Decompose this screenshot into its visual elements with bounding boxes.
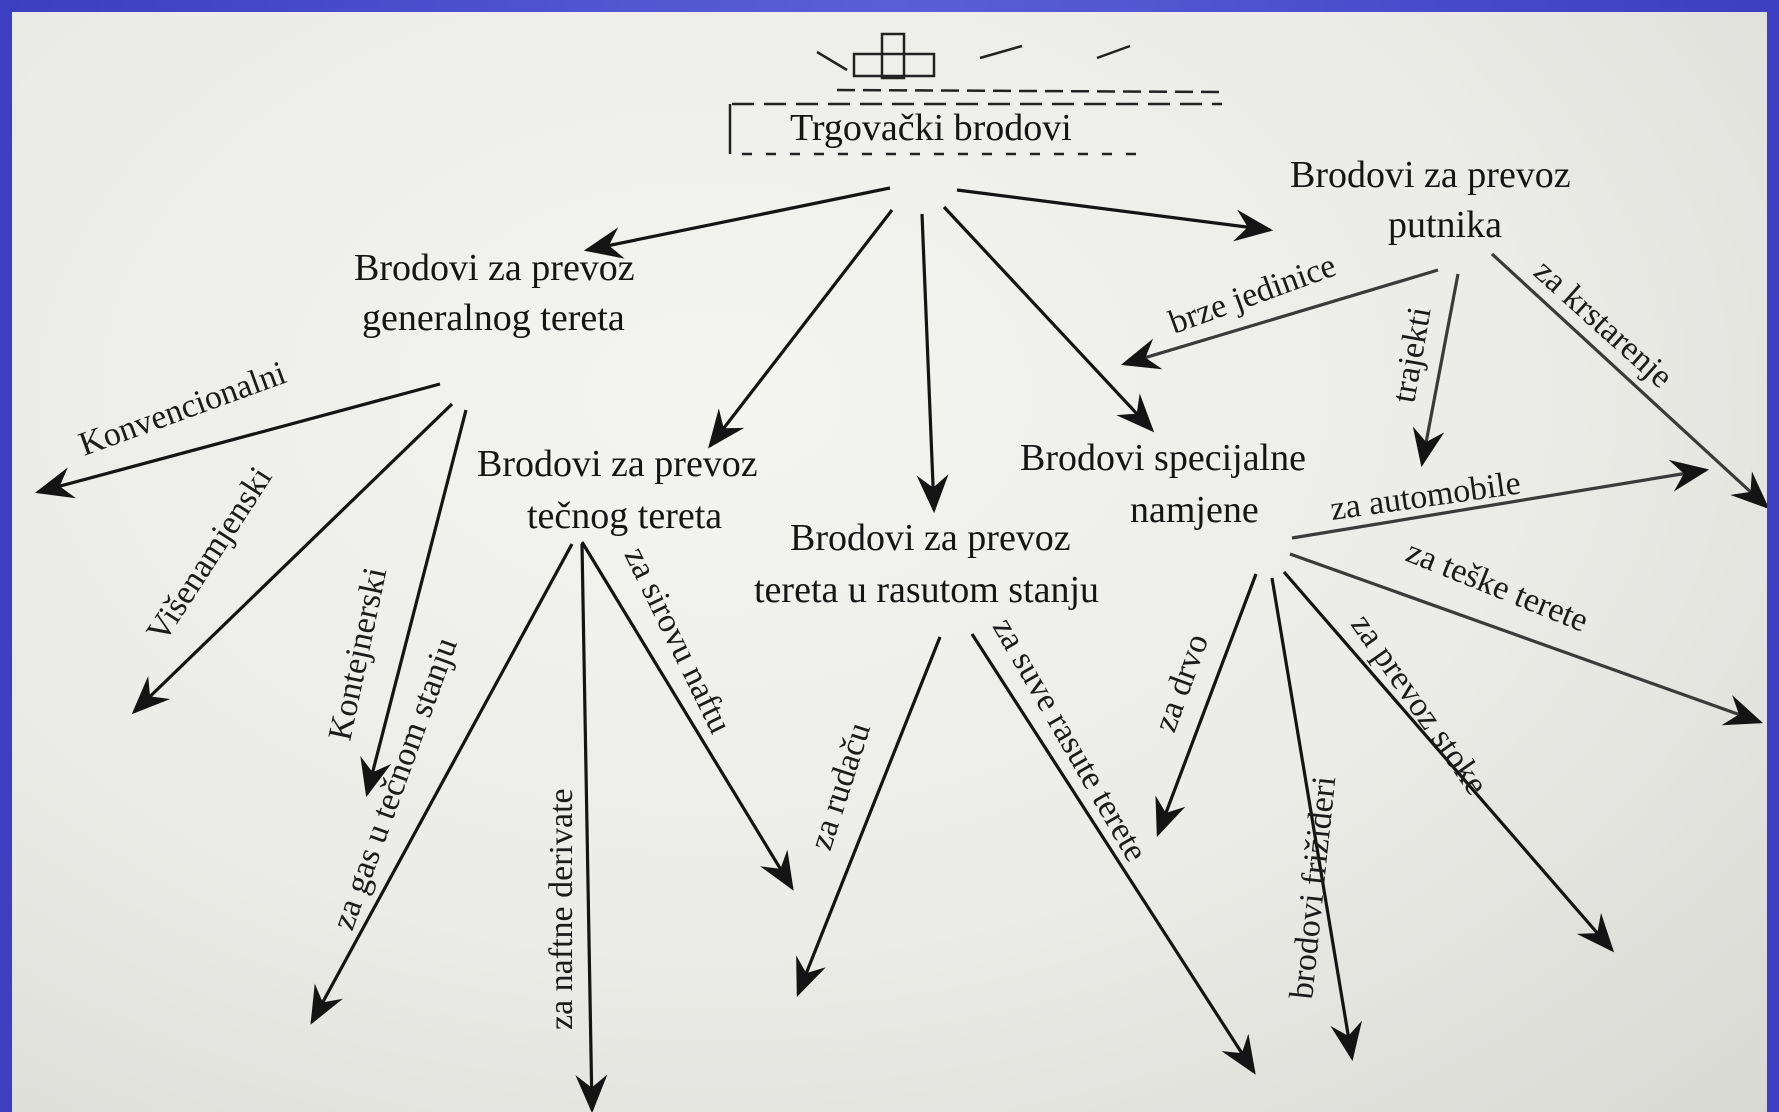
arrow-bulk-suve	[970, 633, 1256, 1075]
edge-label-sirovu-naftu: za sirovu naftu	[617, 541, 739, 739]
edge-label-visenamjenski: Višenamjenski	[140, 460, 280, 648]
node-liquid-cargo-line2: tečnog tereta	[527, 495, 722, 537]
arrow-special-stoka	[1282, 570, 1615, 953]
edge-label-drvo: za drvo	[1147, 629, 1216, 737]
edge-label-konvencionalni: Konvencionalni	[74, 354, 291, 463]
arrow-special-frizideri	[1270, 577, 1362, 1062]
arrow-passenger-brze	[1120, 268, 1439, 370]
arrow-liquid-sirovu	[580, 541, 794, 891]
arrow-general-visenamjenski	[131, 402, 454, 715]
arrow-general-kontejnerski	[360, 409, 468, 798]
node-passenger-line2: putnika	[1388, 204, 1502, 246]
edge-label-suve-rasute: za suve rasute terete	[985, 612, 1154, 868]
arrow-special-automobile	[1291, 459, 1710, 540]
arrow-general-konvencionalni	[34, 382, 441, 499]
arrow-special-teski	[1289, 552, 1764, 726]
ship-classification-diagram: Trgovački brodovi Brodovi za prevoz gene…	[34, 32, 1767, 1112]
arrow-liquid-gas	[310, 543, 574, 1025]
arrow-root-to-general	[583, 186, 891, 259]
node-special-line1: Brodovi specijalne	[1020, 437, 1306, 479]
node-liquid-cargo-line1: Brodovi za prevoz	[477, 443, 758, 485]
edge-label-naftne-derivate: za naftne derivate	[543, 788, 580, 1030]
edge-label-rudacu: za rudaču	[802, 718, 878, 854]
edge-label-teski-tereti: za teške terete	[1401, 533, 1593, 639]
arrow-bulk-rudacu	[796, 636, 942, 997]
edge-label-automobile: za automobile	[1328, 465, 1523, 528]
slide: Trgovački brodovi Brodovi za prevoz gene…	[12, 12, 1767, 1112]
arrow-special-drvo	[1155, 573, 1258, 837]
arrow-root-to-liquid	[708, 209, 894, 449]
root-node: Trgovački brodovi	[790, 107, 1072, 149]
node-special-line2: namjene	[1130, 489, 1259, 531]
arrow-passenger-trajekti	[1412, 273, 1460, 468]
edge-label-trajekti: trajekti	[1385, 304, 1438, 405]
edge-label-kontejnerski: Kontejnerski	[322, 564, 395, 743]
edge-label-brze-jedinice: brze jedinice	[1164, 247, 1341, 341]
arrow-root-to-bulk	[916, 213, 949, 514]
arrow-root-to-passenger	[956, 188, 1274, 242]
edge-label-kruzere: za krstarenje	[1527, 252, 1680, 395]
arrows-group	[34, 186, 1767, 1112]
node-general-cargo-line2: generalnog tereta	[362, 297, 625, 339]
edge-label-stoka: za prevoz stoke	[1343, 607, 1495, 801]
node-general-cargo-line1: Brodovi za prevoz	[354, 247, 635, 289]
node-passenger-line1: Brodovi za prevoz	[1290, 154, 1571, 196]
node-bulk-cargo-line2: tereta u rasutom stanju	[754, 569, 1099, 611]
arrow-root-to-special	[942, 205, 1155, 433]
node-bulk-cargo-line1: Brodovi za prevoz	[790, 517, 1071, 559]
arrow-liquid-naftne	[575, 543, 608, 1112]
edge-label-frizideri: brodovi frižideri	[1283, 774, 1343, 1000]
ship-sketch-icon	[728, 32, 1223, 156]
arrow-passenger-kruzere	[1490, 252, 1767, 510]
